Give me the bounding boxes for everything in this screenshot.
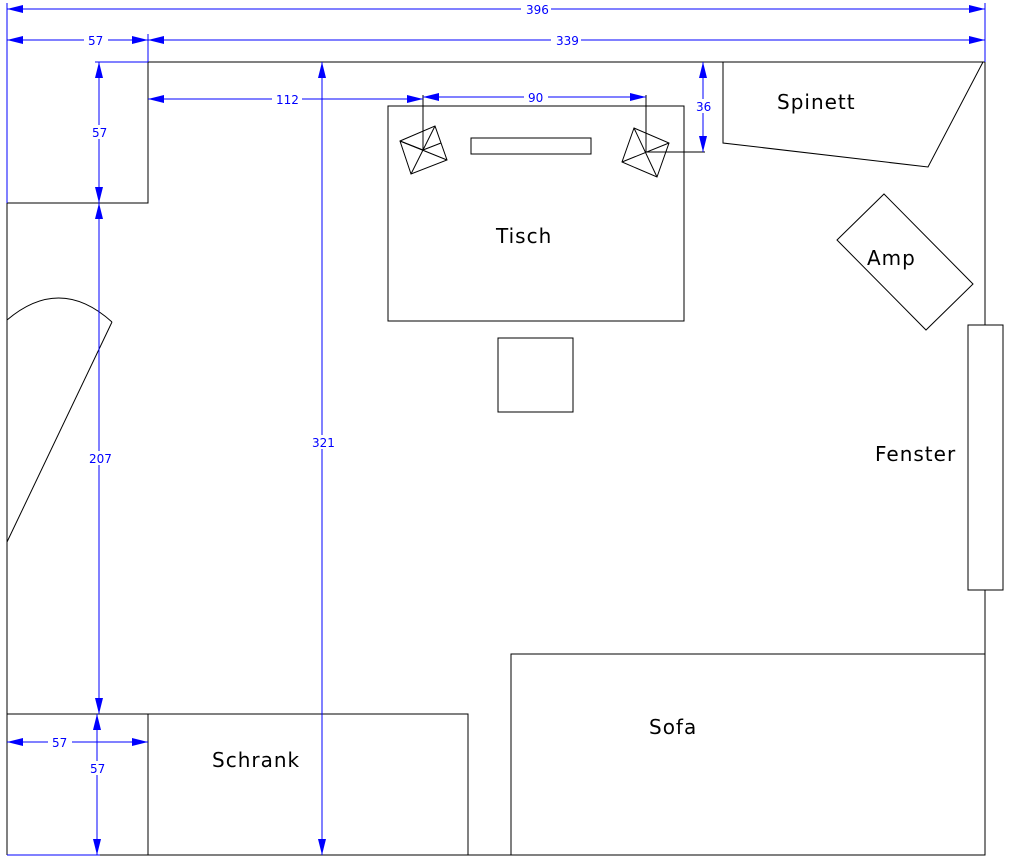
spinett: Spinett xyxy=(722,61,984,168)
sofa-outline xyxy=(510,653,986,856)
dim-bg xyxy=(309,435,339,449)
amp-outline xyxy=(836,193,974,331)
arrow xyxy=(407,95,423,103)
schrank-outline xyxy=(147,713,469,856)
dim-bg xyxy=(86,761,110,775)
amp-label: Amp xyxy=(867,246,916,270)
room-walls xyxy=(6,61,986,856)
schrank-label: Schrank xyxy=(212,748,300,772)
tisch: Tisch xyxy=(387,105,685,322)
speaker-left-cross-4 xyxy=(399,140,424,151)
arrow xyxy=(969,5,985,13)
dim-wall-length: 207 xyxy=(89,452,112,466)
dim-bg xyxy=(272,92,302,106)
arrow xyxy=(423,93,439,101)
dim-bg xyxy=(693,99,715,113)
dim-bg xyxy=(84,33,108,47)
speaker-right-cross-2 xyxy=(621,142,670,163)
arrow xyxy=(93,714,101,730)
arrow xyxy=(7,5,23,13)
dimensions: 396 57 339 112 90 36 57 xyxy=(6,2,986,856)
tisch-label: Tisch xyxy=(495,224,552,248)
arrow xyxy=(969,36,985,44)
dim-to-speaker: 112 xyxy=(276,93,299,107)
dim-bg xyxy=(524,90,548,104)
dim-bg xyxy=(48,735,72,749)
arrow xyxy=(148,95,164,103)
arrow xyxy=(699,62,707,78)
speaker-left xyxy=(399,95,448,175)
dim-room-depth: 321 xyxy=(312,436,335,450)
arrow xyxy=(93,839,101,855)
dim-speaker-wall-gap: 36 xyxy=(696,100,711,114)
amp: Amp xyxy=(836,193,974,331)
arrow xyxy=(132,738,148,746)
alcove-top-left xyxy=(7,62,149,204)
dim-corner-width: 57 xyxy=(52,736,67,750)
dim-bg xyxy=(86,451,116,465)
arrow xyxy=(95,62,103,78)
dim-speaker-spacing: 90 xyxy=(528,91,543,105)
arrow xyxy=(318,839,326,855)
schrank: Schrank xyxy=(147,713,469,856)
arrow xyxy=(95,203,103,219)
dim-bg xyxy=(521,2,551,16)
dim-door-depth: 57 xyxy=(92,126,107,140)
fenster-label: Fenster xyxy=(875,442,956,466)
speaker-right xyxy=(621,95,705,178)
dim-corner-depth: 57 xyxy=(90,762,105,776)
door-swing-arc xyxy=(6,297,113,323)
dim-remaining-width: 339 xyxy=(556,34,579,48)
arrow xyxy=(699,136,707,152)
arrow xyxy=(318,62,326,78)
chair xyxy=(497,337,574,413)
dim-bg xyxy=(551,33,581,47)
sofa-label: Sofa xyxy=(649,715,697,739)
arrow xyxy=(95,698,103,714)
arrow xyxy=(132,36,148,44)
arrow xyxy=(95,187,103,203)
door xyxy=(6,297,113,543)
spinett-label: Spinett xyxy=(777,90,856,114)
arrow xyxy=(7,738,23,746)
door-leaf xyxy=(6,321,113,543)
sofa: Sofa xyxy=(510,653,986,856)
spinett-outline xyxy=(722,61,984,168)
speaker-left-cross-5 xyxy=(422,142,442,151)
dim-bg xyxy=(88,125,112,139)
dim-door-width: 57 xyxy=(88,34,103,48)
monitor xyxy=(470,137,592,155)
arrow xyxy=(630,93,646,101)
fenster: Fenster xyxy=(875,324,1004,591)
arrow xyxy=(148,36,164,44)
dim-total-width: 396 xyxy=(526,3,549,17)
arrow xyxy=(7,36,23,44)
window-frame xyxy=(967,324,1004,591)
tisch-outline xyxy=(387,105,685,322)
